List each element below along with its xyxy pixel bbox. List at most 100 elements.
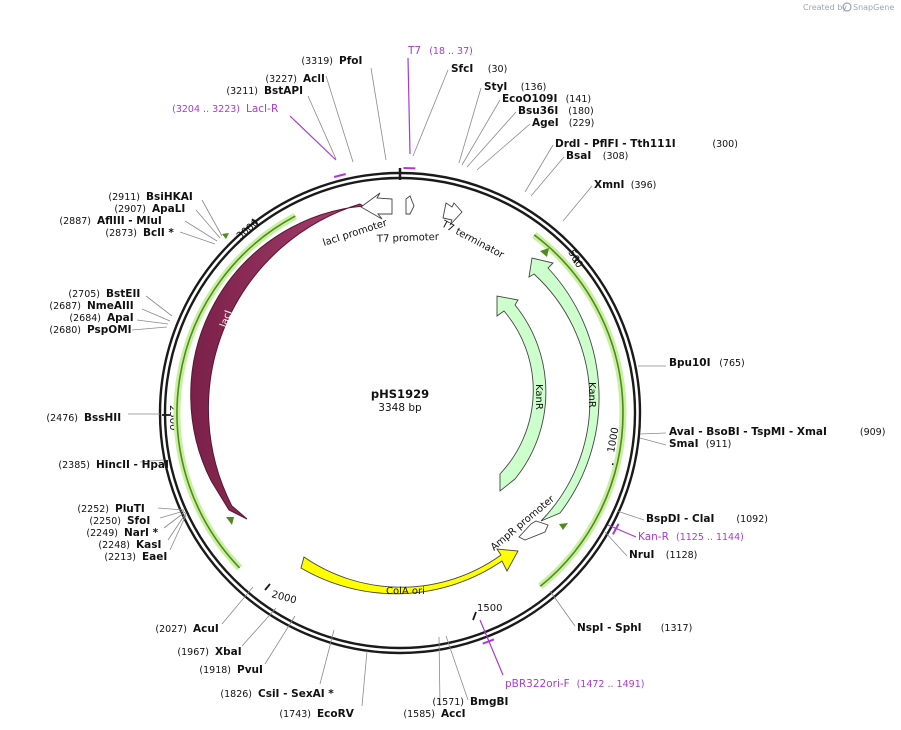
site-name-bsteii[interactable]: BstEII xyxy=(106,288,140,300)
primer-mark-kan-r xyxy=(612,523,620,535)
site-name-apali[interactable]: ApaLI xyxy=(152,203,185,215)
site-name-bstapi[interactable]: BstAPI xyxy=(264,85,303,97)
leader-sfci xyxy=(412,69,449,157)
site-pos-apali: (2907) xyxy=(114,204,146,215)
site-name-nmeaiii[interactable]: NmeAIII xyxy=(87,300,134,312)
feature-kanr-outer-label: KanR xyxy=(586,382,597,408)
site-name-bsshii[interactable]: BssHII xyxy=(84,412,121,424)
feature-ampr-promoter-label: AmpR promoter xyxy=(489,493,558,553)
leader-xbai xyxy=(241,607,277,647)
leader-kasi xyxy=(167,512,187,541)
site-name-sfoi[interactable]: SfoI xyxy=(127,515,150,527)
site-pos-acci: (1585) xyxy=(403,709,435,720)
leader-csii-sexai xyxy=(319,629,335,685)
site-name-drdi-pflfi-tth111i[interactable]: DrdI - PflFI - Tth111I xyxy=(555,138,676,150)
leader-bmgbi xyxy=(445,635,469,701)
site-name-pvui[interactable]: PvuI xyxy=(237,664,263,676)
site-pos-acli: (3227) xyxy=(265,74,297,85)
site-name-afliii-mlui[interactable]: AflIII - MluI xyxy=(97,215,162,227)
site-name-eaei[interactable]: EaeI xyxy=(142,551,167,563)
orf-kanr-line xyxy=(533,234,624,587)
site-name-bpu10i[interactable]: Bpu10I xyxy=(669,357,711,369)
feature-t7-terminator-arrow[interactable] xyxy=(442,202,463,226)
site-pos-csii-sexai: (1826) xyxy=(220,689,252,700)
site-pos-styi: (136) xyxy=(521,82,547,93)
site-pos-bsai: (308) xyxy=(603,151,629,162)
orf-kanr-tail xyxy=(559,523,568,530)
site-name-agei[interactable]: AgeI xyxy=(532,117,559,129)
orf-laci-head xyxy=(222,233,229,239)
leader-hincii-hpai xyxy=(139,459,164,463)
feature-kanr-inner-arrow[interactable] xyxy=(496,295,547,492)
site-name-sfci[interactable]: SfcI xyxy=(451,63,473,75)
feature-ampr-promoter-arrow[interactable] xyxy=(518,520,549,541)
site-pos-bsu36i: (180) xyxy=(568,106,594,117)
site-name-ecorv[interactable]: EcoRV xyxy=(317,708,355,720)
site-pos-acui: (2027) xyxy=(155,624,187,635)
leader-laci-r xyxy=(289,115,337,161)
site-name-bsihkai[interactable]: BsiHKAI xyxy=(146,191,193,203)
snapgene-logo-icon xyxy=(842,2,852,12)
site-name-t7[interactable]: T7 xyxy=(407,45,421,57)
feature-t7-promoter-arrow[interactable] xyxy=(405,195,415,215)
leader-pvui xyxy=(264,615,296,665)
site-name-avai-bsobi-tspmi-xmai[interactable]: AvaI - BsoBI - TspMI - XmaI xyxy=(669,426,827,438)
site-pos-bsshii: (2476) xyxy=(46,413,78,424)
feature-laci-arrow[interactable] xyxy=(190,203,366,520)
feature-cola-ori-label: ColA ori xyxy=(386,586,425,597)
site-name-styi[interactable]: StyI xyxy=(484,81,507,93)
feature-t7-terminator-label: T7 terminator xyxy=(439,218,507,261)
site-name-apai[interactable]: ApaI xyxy=(107,312,134,324)
feature-cola-ori-arrow[interactable] xyxy=(300,548,519,595)
site-name-pfoi[interactable]: PfoI xyxy=(339,55,362,67)
site-name-nrui[interactable]: NruI xyxy=(629,549,654,561)
leader-acli xyxy=(325,75,354,163)
orf-laci-line xyxy=(176,215,296,569)
site-pos-kan-r: (1125 .. 1144) xyxy=(676,532,744,543)
site-name-nari[interactable]: NarI * xyxy=(124,527,159,539)
site-pos-sfoi: (2250) xyxy=(89,516,121,527)
leader-apali xyxy=(195,209,221,239)
feature-kanr-outer-arrow[interactable] xyxy=(528,257,600,522)
leader-eaei xyxy=(169,514,187,551)
leader-apai xyxy=(136,319,169,325)
site-pos-pbr322ori-f: (1472 .. 1491) xyxy=(577,679,645,690)
site-name-laci-r[interactable]: LacI-R xyxy=(246,103,278,115)
site-name-bcli[interactable]: BclI * xyxy=(143,227,174,239)
site-name-hincii-hpai[interactable]: HincII - HpaI xyxy=(96,459,169,471)
leader-sfoi xyxy=(159,510,185,519)
site-name-acli[interactable]: AclI xyxy=(303,73,325,85)
site-name-csii-sexai[interactable]: CsiI - SexAI * xyxy=(258,688,334,700)
site-pos-pfoi: (3319) xyxy=(301,56,333,67)
site-name-kan-r[interactable]: Kan-R xyxy=(638,531,669,543)
tick-mark xyxy=(251,218,259,226)
site-name-xbai[interactable]: XbaI xyxy=(215,646,242,658)
site-name-acui[interactable]: AcuI xyxy=(193,623,219,635)
leader-agei xyxy=(476,123,531,171)
feature-laci-promoter-arrow[interactable] xyxy=(360,192,393,220)
site-name-xmni[interactable]: XmnI xyxy=(594,179,624,191)
leader-drdi-pflfi-tth111i xyxy=(524,144,554,193)
site-pos-xmni: (396) xyxy=(631,180,657,191)
site-name-nspi-sphi[interactable]: NspI - SphI xyxy=(577,622,642,634)
site-name-ecoo109i[interactable]: EcoO109I xyxy=(502,93,557,105)
site-name-kasi[interactable]: KasI xyxy=(136,539,161,551)
leader-bsai xyxy=(530,156,565,197)
site-name-bsu36i[interactable]: Bsu36I xyxy=(518,105,558,117)
site-name-smai[interactable]: SmaI xyxy=(669,438,699,450)
site-pos-bstapi: (3211) xyxy=(226,86,258,97)
site-name-bspdi-clai[interactable]: BspDI - ClaI xyxy=(646,513,714,525)
site-name-acci[interactable]: AccI xyxy=(441,708,465,720)
site-name-pbr322ori-f[interactable]: pBR322ori-F xyxy=(505,678,570,690)
site-pos-nari: (2249) xyxy=(86,528,118,539)
leader-pluti xyxy=(157,507,185,511)
site-name-bsai[interactable]: BsaI xyxy=(566,150,591,162)
site-pos-eaei: (2213) xyxy=(104,552,136,563)
leader-bstapi xyxy=(307,95,337,160)
site-name-bmgbi[interactable]: BmgBI xyxy=(470,696,508,708)
site-name-pspomi[interactable]: PspOMI xyxy=(87,324,132,336)
plasmid-name: pHS1929 xyxy=(371,387,429,401)
site-name-pluti[interactable]: PluTI xyxy=(115,503,145,515)
feature-kanr-inner-label: KanR xyxy=(533,384,544,410)
